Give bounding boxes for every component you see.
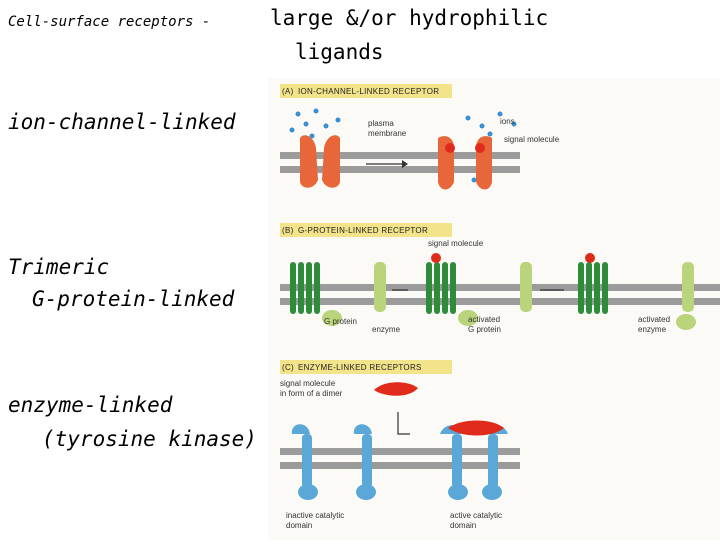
- panel-a-tag: (A): [282, 87, 294, 96]
- panel-c-signal-label-1: signal molecule: [280, 379, 336, 388]
- panel-a-ions-label: ions: [500, 117, 515, 126]
- panel-c-signal-label-2: in form of a dimer: [280, 389, 343, 398]
- section-label-ion-channel: ion-channel-linked: [8, 110, 236, 134]
- panel-b-title: G-PROTEIN-LINKED RECEPTOR: [298, 226, 428, 235]
- panel-b-receptor-3: [578, 253, 608, 314]
- panel-a-membrane-label: membrane: [368, 129, 407, 138]
- receptor-figure-svg: (A) ION-CHANNEL-LINKED RECEPTOR ions pla…: [280, 84, 720, 530]
- panel-c-inactive-label-2: domain: [286, 521, 312, 530]
- panel-c-bound-dimer: [448, 420, 504, 436]
- panel-b-receptor-2: [426, 253, 456, 314]
- panel-b-gprotein-label: G protein: [324, 317, 357, 326]
- panel-b-membrane-top: [280, 284, 720, 291]
- panel-a-banner: [280, 84, 452, 98]
- section-label-gprotein-line2: G-protein-linked: [32, 287, 235, 311]
- panel-b-gprotein-1: [322, 262, 386, 326]
- panel-c-banner: [280, 360, 452, 374]
- panel-c-arrow: [397, 412, 410, 435]
- panel-a-membrane-top: [280, 152, 520, 159]
- panel-b-gprotein-label-2: G protein: [468, 325, 501, 334]
- panel-c-membrane-top: [280, 448, 520, 455]
- title-main-line2: ligands: [295, 40, 384, 64]
- panel-a-membrane-bottom: [280, 166, 520, 173]
- panel-c-active-label-2: domain: [450, 521, 476, 530]
- section-label-enzyme-line1: enzyme-linked: [8, 393, 173, 417]
- panel-c-inactive-label-1: inactive catalytic: [286, 511, 344, 520]
- panel-c-title: ENZYME-LINKED RECEPTORS: [298, 363, 422, 372]
- panel-b-gprotein-2: [458, 262, 532, 326]
- panel-c-tag: (C): [282, 363, 294, 372]
- title-prefix: Cell-surface receptors -: [8, 14, 211, 30]
- panel-c-membrane-bottom: [280, 462, 520, 469]
- panel-a-plasma-label: plasma: [368, 119, 394, 128]
- section-label-enzyme-line2: (tyrosine kinase): [42, 427, 257, 451]
- panel-c-active-receptors: [440, 425, 508, 500]
- panel-b-enzyme-3: [676, 262, 696, 330]
- panel-a-open-channel: [438, 136, 492, 190]
- panel-c-signal-dimer: [374, 382, 418, 396]
- panel-c-active-label-1: active catalytic: [450, 511, 502, 520]
- panel-a-closed-channel: [300, 135, 340, 188]
- panel-b-enzyme-label: enzyme: [372, 325, 401, 334]
- panel-a-signal-label: signal molecule: [504, 135, 560, 144]
- panel-b-activated-label-2: activated: [638, 315, 670, 324]
- panel-b-membrane-bottom: [280, 298, 720, 305]
- receptor-figure: (A) ION-CHANNEL-LINKED RECEPTOR ions pla…: [268, 78, 720, 540]
- panel-b-activated-label-1: activated: [468, 315, 500, 324]
- panel-a-title: ION-CHANNEL-LINKED RECEPTOR: [298, 87, 439, 96]
- panel-b-signal-label: signal molecule: [428, 239, 484, 248]
- panel-c-inactive-receptors: [291, 424, 376, 500]
- panel-b-tag: (B): [282, 226, 294, 235]
- panel-b-enzyme-label-2: enzyme: [638, 325, 667, 334]
- panel-b-receptor-1: [290, 262, 320, 314]
- section-label-gprotein-line1: Trimeric: [8, 255, 110, 279]
- title-main-line1: large &/or hydrophilic: [270, 6, 549, 30]
- panel-b-banner: [280, 223, 452, 237]
